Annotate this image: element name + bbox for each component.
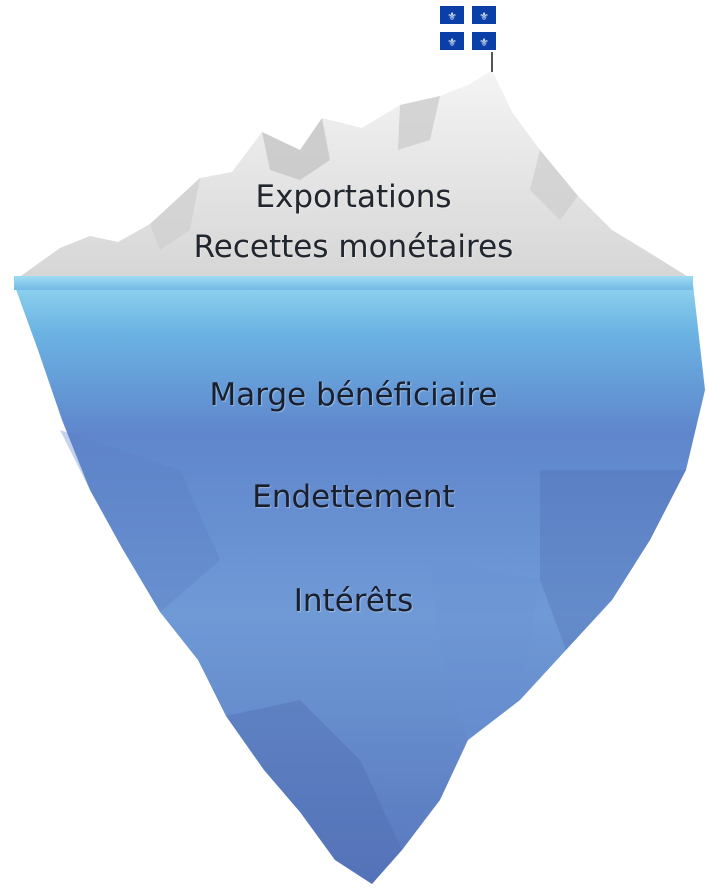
iceberg-underwater-facet [540,470,686,650]
label-endettement: Endettement [252,479,455,515]
label-interets: Intérêts [293,583,414,619]
iceberg-underwater-facet [60,430,220,612]
quebec-flag-icon: ⚜ ⚜ ⚜ ⚜ [440,6,496,72]
svg-text:⚜: ⚜ [447,10,457,23]
iceberg-tip-shadow [530,150,578,220]
svg-text:⚜: ⚜ [447,36,457,49]
iceberg-underwater-facet [226,700,402,884]
iceberg-tip [18,70,690,278]
iceberg-underwater [14,284,705,884]
svg-text:⚜: ⚜ [479,36,489,49]
svg-text:⚜: ⚜ [479,10,489,23]
iceberg-tip-shadow [150,178,200,250]
iceberg-underwater-shape [14,284,705,884]
iceberg-underwater-facet [430,560,540,740]
label-marge-beneficiaire: Marge bénéficiaire [209,377,498,413]
iceberg-tip-shadow [262,118,330,180]
label-exportations: Exportations [255,179,452,215]
iceberg-tip-shadow [398,96,440,150]
label-recettes-monetaires: Recettes monétaires [193,229,514,265]
water-surface [14,276,693,290]
